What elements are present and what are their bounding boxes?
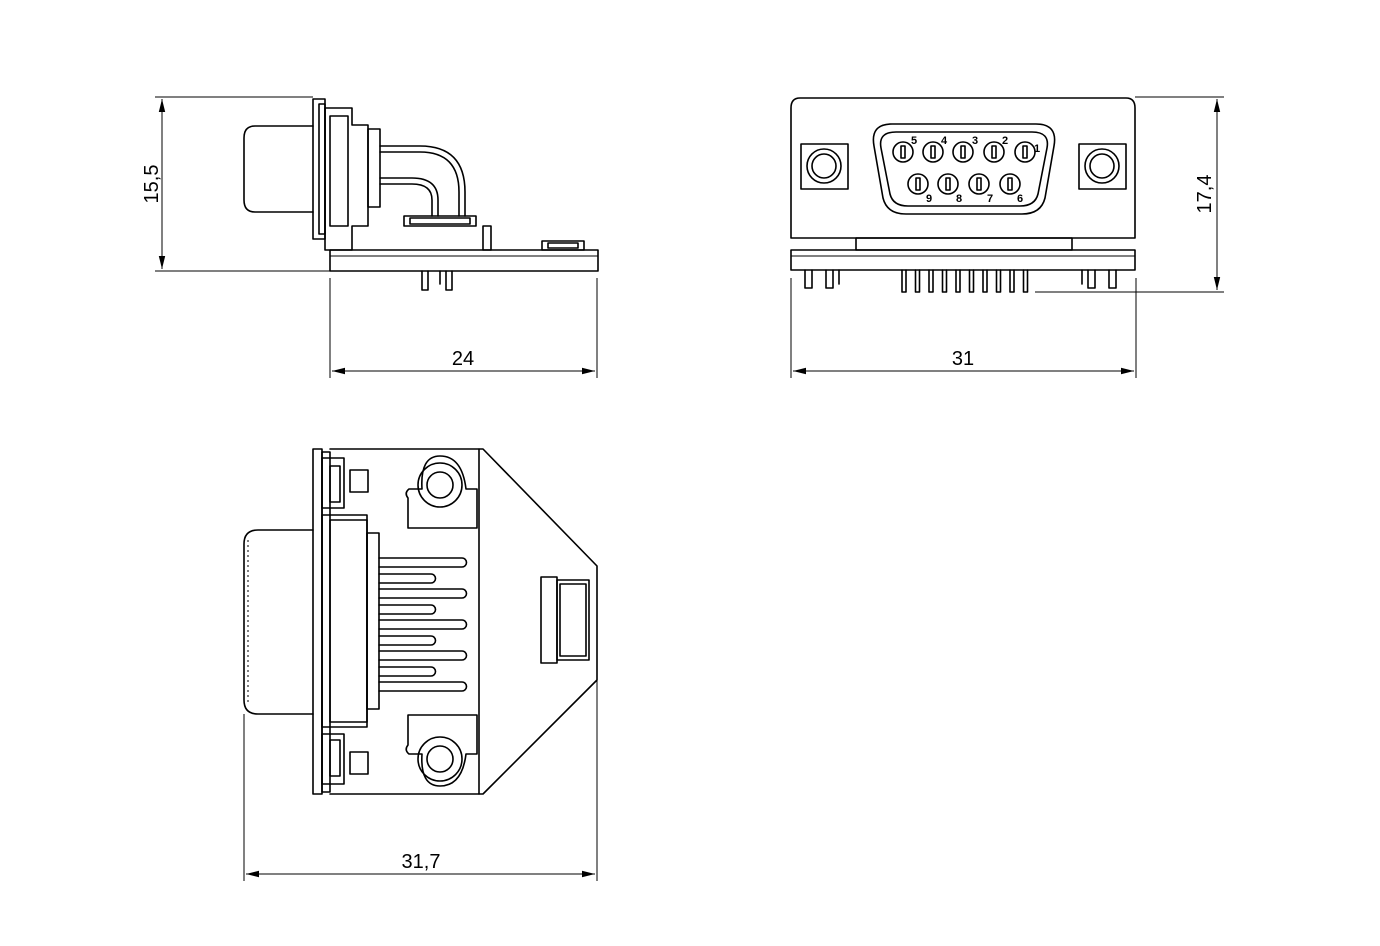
front-screw-right xyxy=(1078,143,1127,190)
bent-pin xyxy=(378,635,437,646)
top-smd-connector xyxy=(540,576,558,664)
bent-pin xyxy=(378,619,468,630)
top-dsub-shell xyxy=(243,529,314,715)
side-dsub-shell xyxy=(243,125,314,213)
side-view xyxy=(243,98,599,291)
bent-pin xyxy=(378,681,468,692)
dim-front-height-label: 17,4 xyxy=(1194,175,1216,214)
pin-socket-top-1 xyxy=(892,141,914,163)
pin-socket-top-3 xyxy=(952,141,974,163)
side-pcb xyxy=(329,249,599,272)
top-pcb xyxy=(329,448,598,795)
top-flange xyxy=(312,448,323,795)
solder-pin xyxy=(928,269,934,293)
pin-socket-bottom-3 xyxy=(968,173,990,195)
pin-socket-top-2 xyxy=(922,141,944,163)
top-body xyxy=(321,514,368,728)
pin-label-9: 9 xyxy=(926,193,932,205)
dim-top-width: 31,7 xyxy=(243,680,598,881)
solder-pin xyxy=(901,269,907,293)
dim-top-width-label: 31,7 xyxy=(402,851,441,873)
pin-socket-bottom-2 xyxy=(937,173,959,195)
pin-socket-top-4 xyxy=(983,141,1005,163)
pin-label-4: 4 xyxy=(941,135,948,147)
pin-socket-bottom-4 xyxy=(999,173,1021,195)
front-screw-left xyxy=(800,143,849,190)
dim-front-width: 31 xyxy=(790,278,1137,378)
bent-pin xyxy=(378,666,437,677)
pin-label-3: 3 xyxy=(972,135,978,147)
pin-label-8: 8 xyxy=(956,193,962,205)
bent-pin xyxy=(378,650,468,661)
bent-pin xyxy=(378,604,437,615)
top-view xyxy=(243,448,598,795)
front-solder-pins xyxy=(901,269,1029,293)
dim-front-height: 17,4 xyxy=(1035,96,1224,293)
pin-socket-top-5 xyxy=(1014,141,1036,163)
solder-pin xyxy=(982,269,988,293)
pin-socket-bottom-1 xyxy=(907,173,929,195)
top-pins xyxy=(378,557,468,692)
front-pcb xyxy=(790,249,1136,271)
dim-side-height-label: 15,5 xyxy=(141,165,163,204)
bent-pin xyxy=(378,573,437,584)
pin-label-7: 7 xyxy=(987,193,993,205)
dim-side-width-label: 24 xyxy=(452,348,474,370)
solder-pin xyxy=(955,269,961,293)
top-screw-lower xyxy=(405,714,478,787)
front-face-plate xyxy=(790,97,1136,239)
front-dsub-outline xyxy=(872,123,1056,215)
pin-label-2: 2 xyxy=(1002,135,1008,147)
solder-pin xyxy=(1009,269,1015,293)
dim-front-width-label: 31 xyxy=(952,348,974,370)
top-screw-upper xyxy=(405,455,478,529)
side-body xyxy=(324,107,369,251)
solder-pin xyxy=(968,269,975,293)
side-smd-connector xyxy=(541,240,585,251)
solder-pin xyxy=(941,269,948,293)
pin-label-1: 1 xyxy=(1034,143,1040,155)
pin-label-6: 6 xyxy=(1017,193,1023,205)
solder-pin xyxy=(1022,269,1029,293)
side-spacer xyxy=(403,215,477,227)
front-view: 5 4 3 2 1 9 8 7 6 xyxy=(790,97,1136,293)
solder-pin xyxy=(914,269,921,293)
bent-pin xyxy=(378,557,468,568)
front-pins xyxy=(892,141,1036,195)
solder-pin xyxy=(995,269,1002,293)
dim-side-width: 24 xyxy=(329,278,598,378)
bent-pin xyxy=(378,588,468,599)
pin-label-5: 5 xyxy=(911,135,917,147)
dim-side-height: 15,5 xyxy=(141,96,330,272)
